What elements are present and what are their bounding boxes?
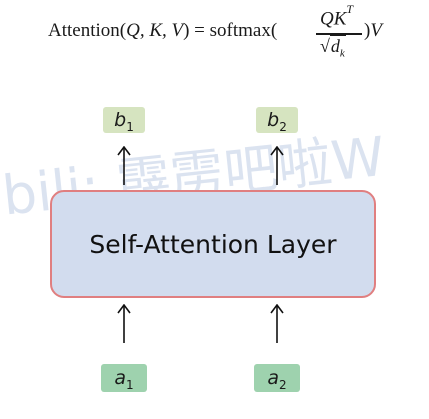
attention-formula: Attention(Q, K, V) = softmax( QKT √dk )V	[48, 2, 408, 62]
formula-value-var: V	[370, 20, 382, 41]
input-token-a2: a2	[254, 364, 300, 392]
output-token-var: b	[267, 109, 280, 131]
formula-equals-softmax: ) = softmax(	[183, 20, 278, 41]
arrow-up-icon	[117, 304, 131, 343]
layer-label: Self-Attention Layer	[89, 229, 337, 259]
input-token-var: a	[114, 367, 126, 389]
formula-numerator-text: QK	[320, 8, 347, 30]
formula-arguments: Q, K, V	[126, 20, 184, 41]
formula-numerator: QKT	[320, 2, 353, 30]
arrow-up-icon	[270, 304, 284, 343]
arrow-up-icon	[117, 146, 131, 185]
formula-function-name: Attention(	[48, 20, 127, 41]
input-token-a1: a1	[101, 364, 147, 392]
arrow-up-icon	[270, 146, 284, 185]
formula-fraction-bar	[316, 33, 362, 35]
formula-denominator: √dk	[320, 35, 346, 60]
output-token-b1: b1	[103, 107, 145, 134]
formula-tail: )V	[364, 20, 382, 42]
formula-fraction: QKT √dk	[316, 2, 362, 62]
formula-lhs: Attention(Q, K, V) = softmax(	[48, 20, 277, 42]
formula-denominator-sub: k	[339, 47, 345, 60]
formula-close-paren: )	[364, 20, 371, 41]
output-token-b2: b2	[256, 107, 298, 134]
formula-transpose-superscript: T	[346, 2, 354, 16]
formula-sqrt-content: dk	[329, 35, 346, 60]
output-token-sub: 1	[126, 119, 134, 134]
input-token-var: a	[267, 367, 279, 389]
output-token-sub: 2	[279, 119, 287, 134]
input-token-sub: 1	[126, 377, 134, 392]
output-token-var: b	[114, 109, 127, 131]
input-token-sub: 2	[279, 377, 287, 392]
sqrt-icon: √	[320, 36, 330, 56]
self-attention-layer-box: Self-Attention Layer	[50, 190, 376, 298]
formula-denominator-var: d	[330, 36, 340, 56]
